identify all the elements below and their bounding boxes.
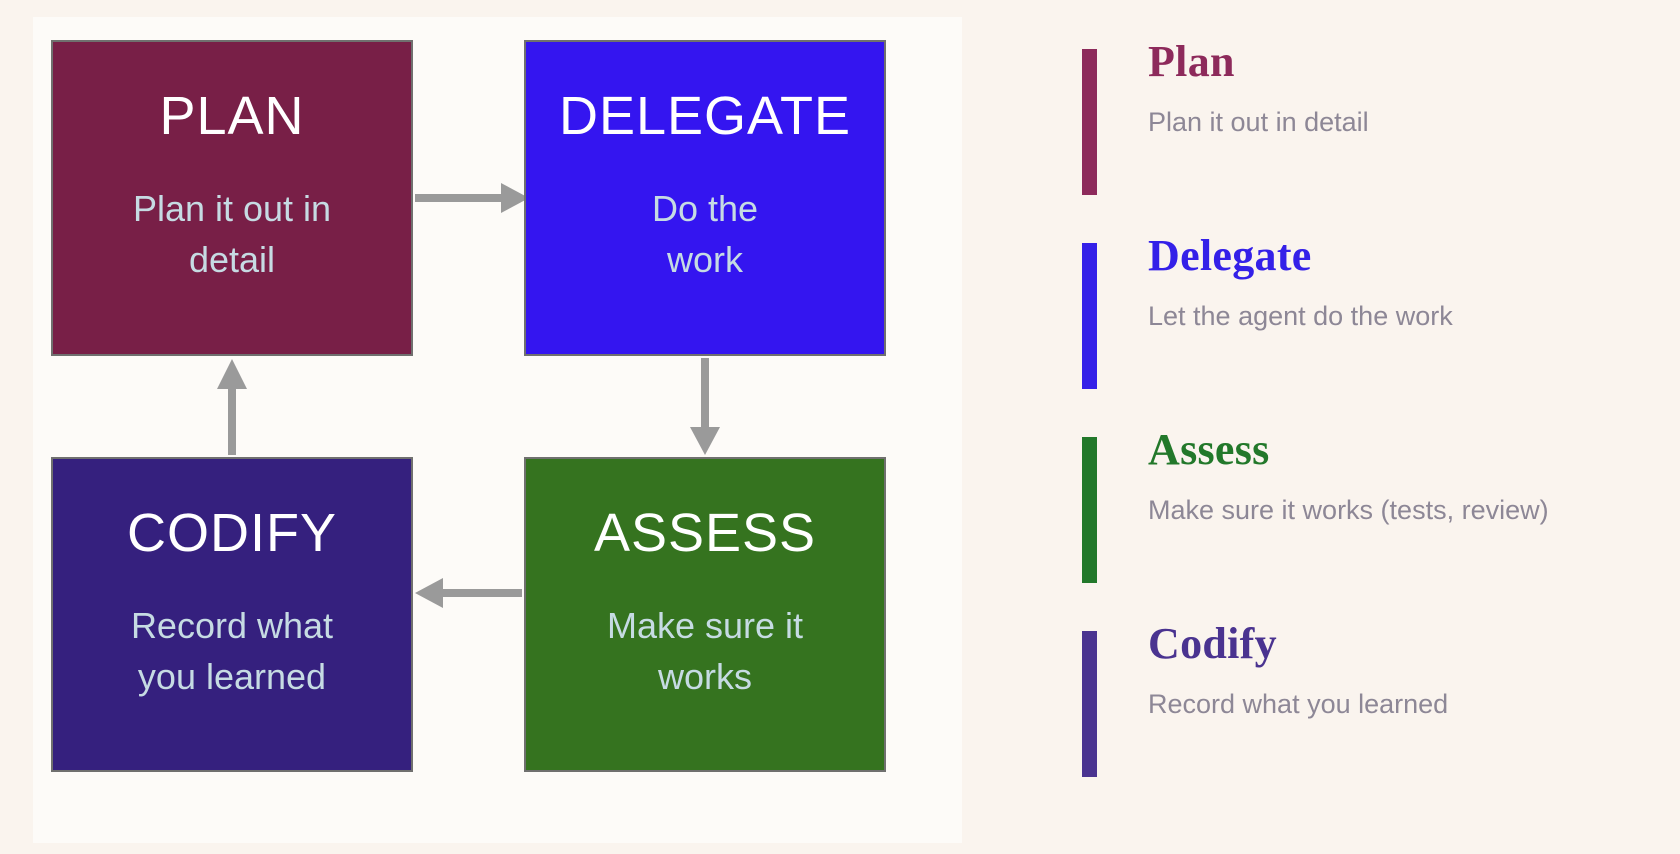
flow-box-assess[interactable]: ASSESS Make sure it works — [524, 457, 886, 772]
legend-description-delegate: Let the agent do the work — [1148, 301, 1453, 331]
arrow-assess-to-codify — [415, 578, 522, 608]
legend-item-plan[interactable]: Plan Plan it out in detail — [1010, 37, 1630, 195]
arrow-codify-to-plan — [217, 359, 247, 455]
legend-description-assess: Make sure it works (tests, review) — [1148, 495, 1549, 525]
legend-color-bar-delegate — [1082, 243, 1097, 389]
legend-description-plan: Plan it out in detail — [1148, 107, 1369, 137]
legend-title-codify: Codify — [1148, 619, 1277, 668]
legend-title-assess: Assess — [1148, 425, 1270, 474]
flow-box-plan-subtitle: Plan it out in detail — [132, 187, 332, 280]
legend-color-bar-plan — [1082, 49, 1097, 195]
legend-title-plan: Plan — [1148, 37, 1235, 86]
diagram-panel: PLAN Plan it out in detail DELEGATE Do t… — [33, 17, 962, 843]
legend-description-codify: Record what you learned — [1148, 689, 1449, 719]
legend-item-codify[interactable]: Codify Record what you learned — [1010, 619, 1630, 777]
flow-box-plan[interactable]: PLAN Plan it out in detail — [51, 40, 413, 356]
flow-box-assess-subtitle: Make sure it works — [606, 604, 804, 697]
legend-title-delegate: Delegate — [1148, 231, 1312, 280]
arrow-plan-to-delegate — [415, 183, 529, 213]
legend-item-delegate[interactable]: Delegate Let the agent do the work — [1010, 231, 1630, 389]
flow-box-delegate[interactable]: DELEGATE Do the work — [524, 40, 886, 356]
flow-box-delegate-subtitle: Do the work — [651, 187, 759, 280]
arrow-delegate-to-assess — [690, 358, 720, 455]
flow-box-codify[interactable]: CODIFY Record what you learned — [51, 457, 413, 772]
legend-item-assess[interactable]: Assess Make sure it works (tests, review… — [1010, 425, 1630, 583]
flow-box-codify-title: CODIFY — [126, 503, 337, 563]
flow-box-delegate-title: DELEGATE — [558, 86, 852, 146]
legend-color-bar-assess — [1082, 437, 1097, 583]
flow-box-assess-title: ASSESS — [593, 503, 817, 563]
legend-panel: Plan Plan it out in detail Delegate Let … — [1010, 37, 1630, 777]
legend-color-bar-codify — [1082, 631, 1097, 777]
flow-box-plan-title: PLAN — [159, 86, 305, 146]
flow-box-codify-subtitle: Record what you learned — [130, 604, 334, 697]
